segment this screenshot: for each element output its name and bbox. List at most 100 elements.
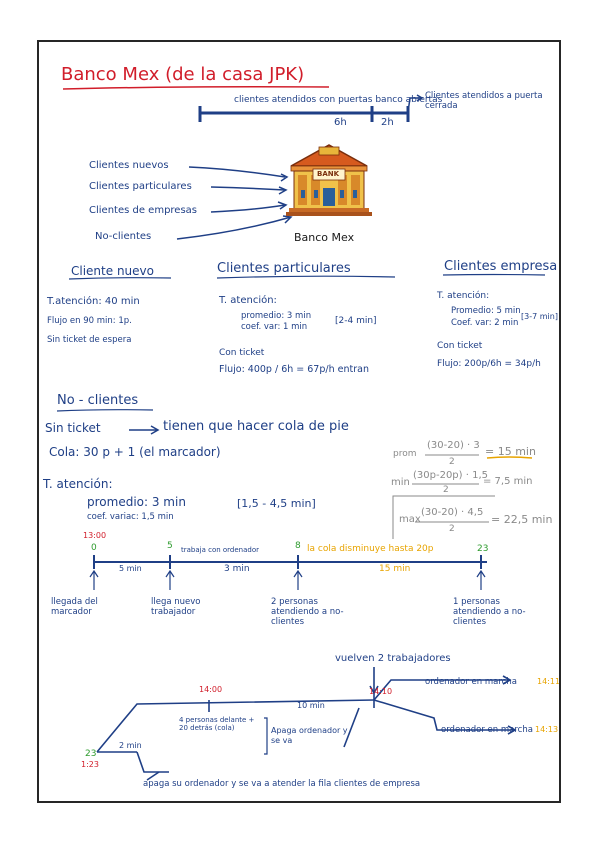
calc-max-res: = 22,5 min xyxy=(491,513,553,526)
mid-event-arrows xyxy=(89,569,486,590)
mid-t0: 0 xyxy=(91,543,97,553)
underline-cliente-nuevo xyxy=(68,277,172,280)
bot-note-left: 4 personas delante + 20 detrás (cola) xyxy=(179,716,255,733)
cn-line3: Sin ticket de espera xyxy=(47,335,132,345)
underline-no-clientes xyxy=(56,409,154,412)
bot-ord1: ordenador en marcha xyxy=(425,677,517,687)
calc-min-label: min xyxy=(391,477,410,488)
title-underline xyxy=(62,86,330,90)
mid-ev4: 1 personas atendiendo a no-clientes xyxy=(453,597,526,628)
bank-sign: BANK xyxy=(317,170,340,178)
bot-ord2-time: 14:13 xyxy=(535,725,559,734)
calc-prom-num: (30-20) · 3 xyxy=(427,440,480,451)
ce-promedio: Promedio: 5 min xyxy=(451,306,521,316)
nc-promedio: promedio: 3 min xyxy=(87,495,186,509)
top-hours-closed: 2h xyxy=(381,117,394,128)
cp-flujo: Flujo: 400p / 6h = 67p/h entran xyxy=(219,364,369,375)
max-bracket xyxy=(392,495,495,539)
apaga-branch xyxy=(343,707,360,748)
mid-timeline-ticks xyxy=(93,555,482,569)
client-arrows xyxy=(176,166,293,240)
top-label-open: clientes atendidos con puertas banco abi… xyxy=(234,95,443,105)
calc-min-num: (30p-20p) · 1,5 xyxy=(413,470,488,481)
ord2-branch xyxy=(373,699,514,731)
mid-t5: 5 xyxy=(167,541,173,551)
heading-clientes-particulares: Clientes particulares xyxy=(217,261,351,276)
cn-line2: Flujo en 90 min: 1p. xyxy=(47,316,132,326)
arrow-clientes-empresas xyxy=(210,204,286,213)
bot-time14: 14:00 xyxy=(199,685,223,694)
bot-seg2: 10 min xyxy=(297,701,325,710)
calc-prom-den: 2 xyxy=(449,457,455,467)
heading-cliente-nuevo: Cliente nuevo xyxy=(71,264,154,278)
mid-ev1: llegada del marcador xyxy=(51,597,98,618)
bot-ord1-time: 14:11 xyxy=(537,677,561,686)
ce-range: [3-7 min] xyxy=(521,312,558,321)
mid-t8: 8 xyxy=(295,541,301,551)
bot-t23: 23 xyxy=(85,749,97,759)
mid-seg-a: 5 min xyxy=(119,564,142,573)
mid-seg-c: 15 min xyxy=(379,564,411,574)
lower-branch xyxy=(136,751,169,773)
bot-seg1: 2 min xyxy=(119,741,142,750)
underline-clientes-particulares xyxy=(216,275,396,279)
bank-name: Banco Mex xyxy=(294,231,355,244)
nc-tatencion: T. atención: xyxy=(43,477,113,491)
arrowhead-3 xyxy=(277,201,288,210)
calc-max-den: 2 xyxy=(449,524,455,534)
calc-max-label: max xyxy=(399,514,421,525)
ord1-branch xyxy=(373,679,509,701)
nc-coef: coef. variac: 1,5 min xyxy=(87,512,174,522)
down-branch xyxy=(146,771,160,781)
page-title: Banco Mex (de la casa JPK) xyxy=(61,64,305,85)
bot-t123: 1:23 xyxy=(81,760,99,769)
bot-vuelven: vuelven 2 trabajadores xyxy=(335,653,451,664)
arrowhead-4 xyxy=(282,215,293,224)
underline-clientes-empresa xyxy=(442,273,546,276)
calc-min-den: 2 xyxy=(443,485,449,495)
mid-seg-b: 3 min xyxy=(224,564,250,574)
arrowhead-1 xyxy=(280,173,289,182)
cp-range: [2-4 min] xyxy=(335,316,377,326)
mid-t23: 23 xyxy=(477,544,489,554)
calc-min-res: = 7,5 min xyxy=(483,476,533,487)
cp-coef: coef. var: 1 min xyxy=(241,322,308,332)
mid-ev3: 2 personas atendiendo a no-clientes xyxy=(271,597,344,628)
ce-ticket: Con ticket xyxy=(437,341,483,351)
arrow-clientes-nuevos xyxy=(188,166,286,178)
notebook-page: Banco Mex (de la casa JPK) clientes aten… xyxy=(37,40,561,803)
ce-tatencion: T. atención: xyxy=(437,291,490,301)
top-callout-line xyxy=(407,97,421,113)
client-item-empresas: Clientes de empresas xyxy=(89,205,198,216)
cp-promedio: promedio: 3 min xyxy=(241,311,312,321)
bank-building-icon xyxy=(286,144,372,216)
cn-line1: T.atención: 40 min xyxy=(47,296,140,307)
mid-start-time: 13:00 xyxy=(83,531,107,540)
bottom-diagram-lines xyxy=(96,667,517,781)
nc-range: [1,5 - 4,5 min] xyxy=(237,497,316,510)
drawing-layer xyxy=(56,86,546,781)
nc-cola: Cola: 30 p + 1 (el marcador) xyxy=(49,445,221,459)
heading-clientes-empresa: Clientes empresa xyxy=(444,259,558,274)
client-item-no-clientes: No-clientes xyxy=(95,231,152,242)
arrow-no-clientes xyxy=(176,216,292,240)
nc-sin-ticket: Sin ticket xyxy=(45,421,101,435)
top-callout-arrowhead xyxy=(416,94,424,102)
cp-ticket: Con ticket xyxy=(219,348,265,358)
calc-prom-res: = 15 min xyxy=(485,445,536,458)
client-item-nuevos: Clientes nuevos xyxy=(89,160,169,171)
arrowhead-sin-ticket xyxy=(150,425,160,435)
calc-prom-label: prom xyxy=(393,449,417,459)
mid-ev2: llega nuevo trabajador xyxy=(151,597,201,618)
arrow-clientes-particulares xyxy=(210,186,286,191)
nc-cola-pie: tienen que hacer cola de pie xyxy=(163,419,349,434)
bot-bottom: apaga su ordenador y se va a atender la … xyxy=(143,779,421,789)
heading-no-clientes: No - clientes xyxy=(57,393,139,408)
bot-ord2: ordenador en marcha xyxy=(441,725,533,735)
top-hours-open: 6h xyxy=(334,117,347,128)
mid-seg-b-top: trabaja con ordenador xyxy=(181,546,260,554)
mid-seg-c-top: la cola disminuye hasta 20p xyxy=(307,544,434,554)
brace-bottom xyxy=(264,717,268,755)
bot-time1410: 14:10 xyxy=(369,687,393,696)
underline-prom-result xyxy=(486,456,533,459)
